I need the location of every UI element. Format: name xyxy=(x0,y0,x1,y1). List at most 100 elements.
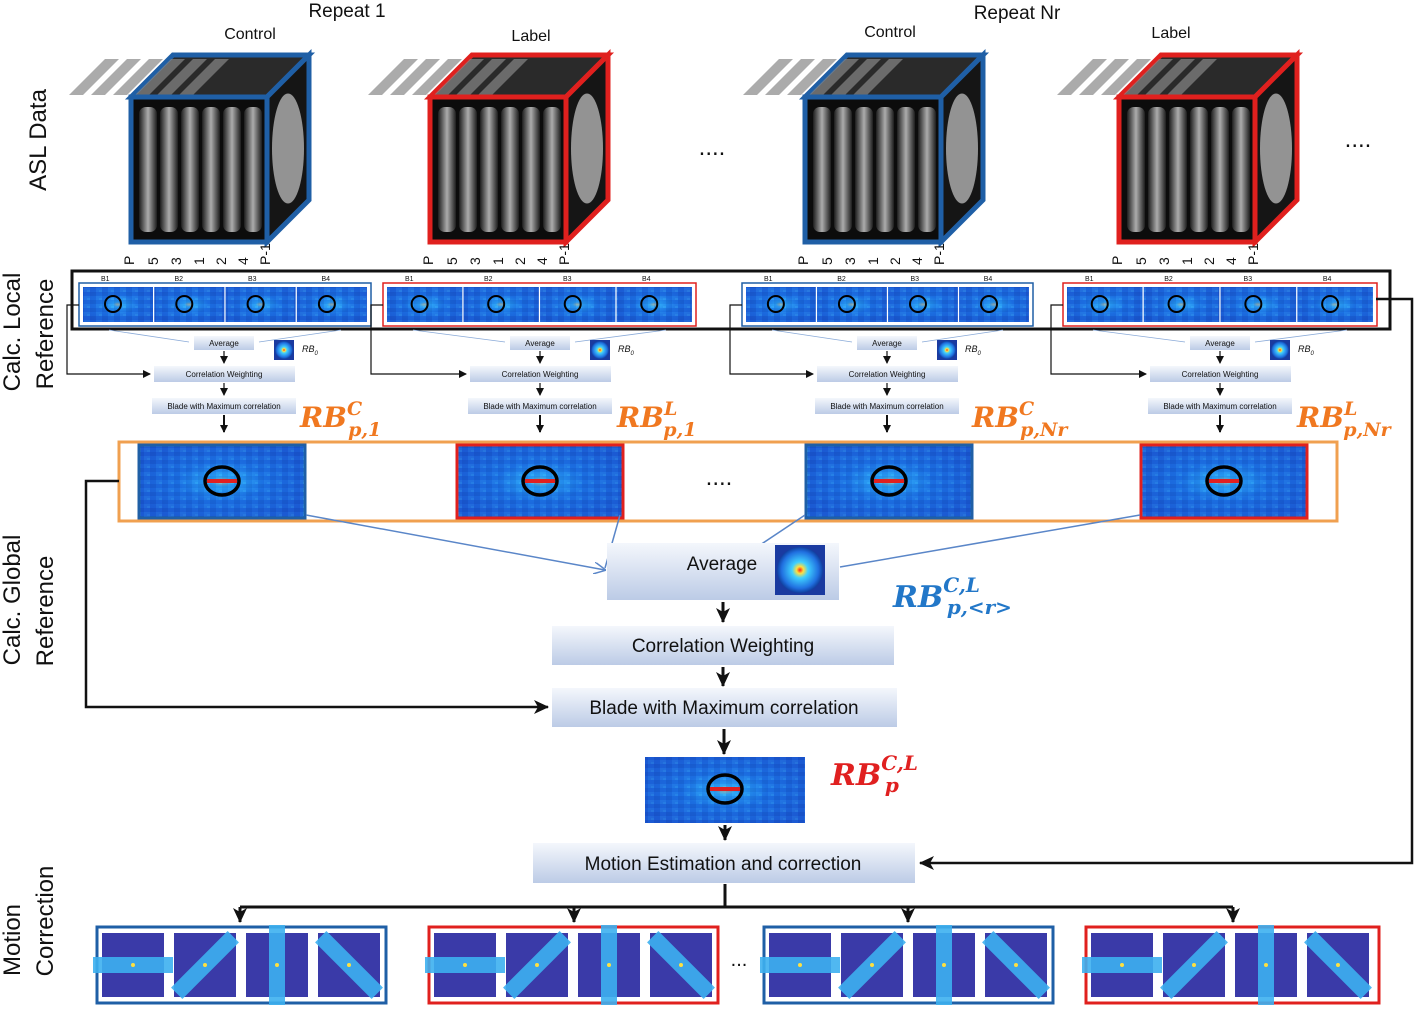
cube-top-slice xyxy=(157,59,207,95)
slice-label: 5 xyxy=(1133,257,1149,265)
cube-slice xyxy=(543,107,561,232)
cube-slice xyxy=(244,107,262,232)
output-blade-center xyxy=(535,963,539,967)
cube-top-slice xyxy=(1057,59,1107,95)
rb-blade-center-marker xyxy=(870,465,908,497)
blade-center-marker xyxy=(104,295,122,313)
local-average-box xyxy=(857,336,917,350)
final-rb-blade xyxy=(645,757,805,823)
local-average-disk xyxy=(591,341,609,359)
cube-slice xyxy=(181,107,199,232)
cube-slice xyxy=(1169,107,1187,232)
cube-slice xyxy=(1148,107,1166,232)
blade-thumbnail-glow xyxy=(463,287,539,322)
rb-blade-4 xyxy=(1139,443,1309,520)
feedback-arrow-left xyxy=(84,479,549,714)
output-blade-center xyxy=(607,963,611,967)
output-blade-center xyxy=(870,963,874,967)
ellipsis-cubes: .... xyxy=(699,134,726,161)
output-group-3 xyxy=(760,925,1055,1005)
slice-label: 5 xyxy=(145,257,161,265)
local-average-disk xyxy=(938,341,956,359)
motion-corrected-outputs xyxy=(93,925,1381,1005)
cube-top-slice xyxy=(831,59,881,95)
blade-label: B4 xyxy=(322,276,331,283)
rb0-label: RB0 xyxy=(965,344,982,357)
slice-label: 4 xyxy=(534,257,550,265)
output-group-4 xyxy=(1082,925,1381,1005)
blade-label: B2 xyxy=(484,276,493,283)
cube-slice xyxy=(1127,107,1145,232)
cube-top-slice xyxy=(113,59,163,95)
local-max-corr-box xyxy=(815,398,959,414)
cube-top-slice xyxy=(412,59,462,95)
rb0-label: RB0 xyxy=(1298,344,1315,357)
side-label-calc-global-1: Calc. Global xyxy=(0,535,26,666)
blade-thumbnail-glow xyxy=(1143,287,1220,322)
distribution-arrows xyxy=(233,884,1240,923)
local-converge-line xyxy=(921,329,1004,343)
blade-label: B1 xyxy=(764,276,773,283)
local-average-label: Average xyxy=(872,339,902,348)
slice-label: 3 xyxy=(168,257,184,265)
global-average-label: Average xyxy=(687,554,757,575)
local-max-corr-label: Blade with Maximum correlation xyxy=(830,402,943,411)
output-blade-center xyxy=(1014,963,1018,967)
local-feedback-line xyxy=(1050,304,1147,378)
slice-label: P-1 xyxy=(1245,243,1261,265)
local-converge-line xyxy=(771,329,853,343)
ellipsis-cubes-end: .... xyxy=(1345,126,1372,153)
cube-slice xyxy=(202,107,220,232)
cube-slice xyxy=(480,107,498,232)
cube-slice xyxy=(1211,107,1229,232)
local-correlation-label: Correlation Weighting xyxy=(849,370,926,379)
blade-thumbnail-glow xyxy=(1067,287,1143,322)
slice-label: P-1 xyxy=(257,243,273,265)
blade-center-marker xyxy=(908,295,927,313)
blade-thumbnail-glow xyxy=(540,287,616,322)
local-max-corr-box xyxy=(152,398,296,414)
cube-slice xyxy=(160,107,178,232)
blade-center-marker xyxy=(1244,295,1263,313)
cube-top-slice xyxy=(456,59,506,95)
local-average-disk xyxy=(275,341,293,359)
blade-center-marker xyxy=(317,295,336,313)
cube-top-slice xyxy=(1101,59,1151,95)
repeat-nr-title: Repeat Nr xyxy=(974,3,1061,24)
blade-thumbnail-glow xyxy=(154,287,225,322)
slice-label: 1 xyxy=(865,257,881,265)
cube-slice xyxy=(918,107,936,232)
cube-top-slice xyxy=(368,59,418,95)
slice-label: P xyxy=(795,256,811,265)
blade-label: B2 xyxy=(1164,276,1173,283)
cube-side-image xyxy=(946,93,978,204)
local-average-box xyxy=(510,336,570,350)
slice-label: 2 xyxy=(512,257,528,265)
cube-side-image xyxy=(571,93,603,204)
slice-label: 1 xyxy=(490,257,506,265)
blade-label: B4 xyxy=(1323,276,1332,283)
slice-label: P-1 xyxy=(556,243,572,265)
local-average-label: Average xyxy=(209,339,239,348)
blade-label: B1 xyxy=(405,276,414,283)
blade-label: B2 xyxy=(837,276,846,283)
blade-label: B1 xyxy=(101,276,110,283)
rb0-label: RB0 xyxy=(618,344,635,357)
output-group-1 xyxy=(93,925,388,1005)
local-feedback-line xyxy=(370,304,467,378)
slice-label: 2 xyxy=(213,257,229,265)
blade-thumbnail-glow xyxy=(959,287,1029,322)
global-correlation-label: Correlation Weighting xyxy=(632,636,814,657)
side-label-calc-local-2: Reference xyxy=(32,279,59,390)
global-average-box: Average xyxy=(607,543,839,600)
side-label-calc-local-1: Calc. Local xyxy=(0,273,26,392)
output-blade-center xyxy=(1192,963,1196,967)
slice-label: 1 xyxy=(1179,257,1195,265)
